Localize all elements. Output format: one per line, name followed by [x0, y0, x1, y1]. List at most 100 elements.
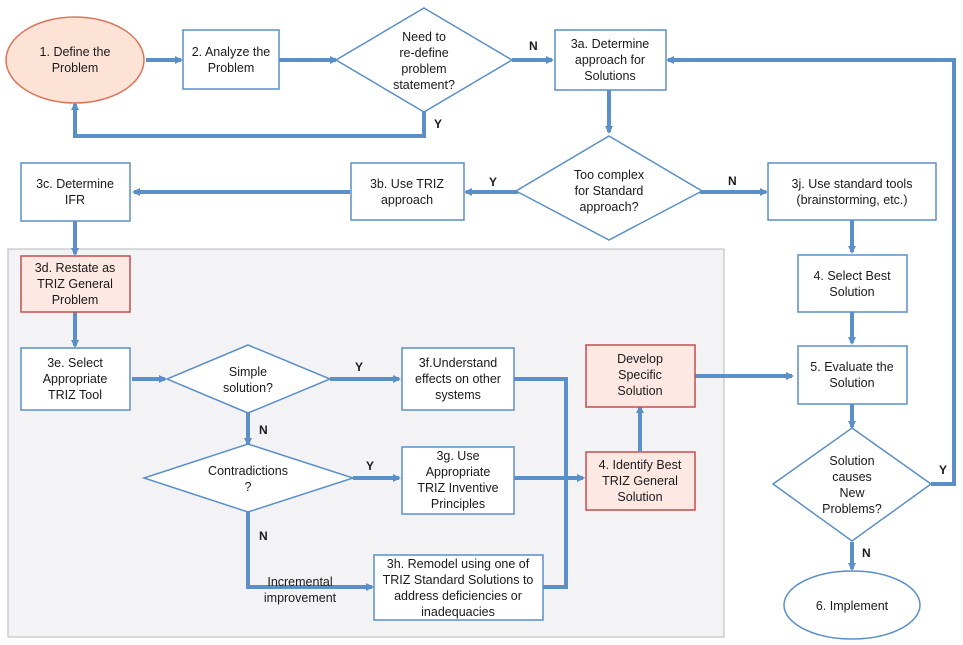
node-label-line: systems: [435, 388, 481, 402]
node-label-line: 2. Analyze the: [192, 45, 271, 59]
node-5-shape: [797, 345, 908, 405]
node-label-line: 1. Define the: [40, 45, 111, 59]
node-label-line: causes: [832, 470, 872, 484]
node-label-line: TRIZ General: [37, 277, 113, 291]
node-4id-shape: [585, 451, 696, 511]
connectors: [71, 56, 956, 591]
node-3a-shape: [554, 29, 667, 91]
node-label-line: 3f.Understand: [419, 356, 498, 370]
node-1-shape: [5, 16, 145, 104]
node-3e-shape: [20, 347, 131, 411]
node-label-line: Problem: [208, 61, 255, 75]
decision-contra-shape: [141, 443, 356, 513]
node-dev-shape: [585, 344, 696, 408]
node-label-line: Appropriate: [43, 372, 108, 386]
node-label-line: solution?: [223, 381, 273, 395]
node-label-line: improvement: [264, 591, 337, 605]
node-label-line: TRIZ Inventive: [417, 481, 498, 495]
node-3f-understand-effects: 3f.Understand effects on other systems: [415, 356, 501, 402]
node-label-line: ?: [245, 480, 252, 494]
label-newprob-no: N: [862, 546, 871, 560]
node-label-line: address deficiencies or: [394, 589, 522, 603]
edge-3h-4id: [543, 476, 583, 589]
node-label-line: Simple: [229, 365, 267, 379]
node-label-line: Too complex: [574, 168, 645, 182]
node-label-line: 3d. Restate as: [35, 261, 116, 275]
node-label-line: Solution: [617, 490, 662, 504]
label-simple-no: N: [259, 423, 268, 437]
node-label-line: New: [839, 486, 865, 500]
label-simple-yes: Y: [355, 360, 363, 374]
node-3h-shape: [373, 554, 544, 621]
node-label-line: statement?: [393, 78, 455, 92]
node-label-line: for Standard: [575, 184, 644, 198]
node-label-line: 6. Implement: [816, 599, 889, 613]
decision-newprob-shape: [771, 427, 933, 542]
node-3j-standard-tools: 3j. Use standard tools(brainstorming, et…: [792, 177, 913, 207]
decision-contradictions: Contradictions?: [208, 464, 288, 494]
node-label-line: effects on other: [415, 372, 501, 386]
label-contra-yes: Y: [366, 459, 374, 473]
decision-complex-shape: [514, 135, 704, 241]
node-label-line: Solution: [829, 454, 874, 468]
node-label-line: Principles: [431, 497, 485, 511]
node-6-shape: [783, 570, 921, 640]
node-label-line: IFR: [65, 193, 85, 207]
label-incremental-improvement: Incremental improvement: [264, 575, 337, 605]
node-label-line: approach?: [579, 200, 638, 214]
node-label-line: Need to: [402, 30, 446, 44]
node-label-line: 3h. Remodel using one of: [387, 557, 530, 571]
node-2-shape: [182, 29, 280, 90]
node-3h-remodel: 3h. Remodel using one of TRIZ Standard So…: [383, 557, 534, 619]
node-label-line: inadequacies: [421, 605, 495, 619]
node-label-line: approach for: [575, 53, 645, 67]
node-4sel-shape: [797, 254, 908, 313]
node-label-line: 4. Select Best: [813, 269, 891, 283]
decision-redefine-shape: [334, 7, 514, 113]
node-label-line: TRIZ Standard Solutions to: [383, 573, 534, 587]
node-label-line: Develop: [617, 352, 663, 366]
node-label-line: Problems?: [822, 502, 882, 516]
edge-contra-3h: [246, 512, 374, 591]
node-3c-shape: [20, 162, 131, 222]
label-newprob-yes: Y: [939, 463, 947, 477]
label-complex-yes: Y: [489, 175, 497, 189]
node-label-line: Solution: [829, 285, 874, 299]
node-label-line: Appropriate: [426, 465, 491, 479]
decision-too-complex: Too complex for Standard approach?: [574, 168, 645, 214]
node-label-line: problem: [401, 62, 446, 76]
label-redefine-yes: Y: [434, 117, 442, 131]
node-label-line: Specific: [618, 368, 662, 382]
label-complex-no: N: [728, 174, 737, 188]
node-label-line: 3a. Determine: [571, 37, 650, 51]
node-3b-shape: [350, 162, 465, 221]
node-label-line: 3g. Use: [436, 449, 479, 463]
node-6-implement: 6. Implement: [816, 599, 889, 613]
node-label-line: Incremental: [267, 575, 332, 589]
decision-simple-shape: [165, 344, 332, 414]
edge-redefine-1: [71, 102, 426, 138]
node-label-line: Solution: [617, 384, 662, 398]
decision-simple-solution: Simple solution?: [223, 365, 273, 395]
node-label-line: approach: [381, 193, 433, 207]
node-3f-shape: [401, 347, 515, 411]
node-label-line: 4. Identify Best: [599, 458, 682, 472]
node-3g-shape: [401, 446, 515, 515]
node-label-line: 5. Evaluate the: [810, 360, 893, 374]
node-label-line: 3b. Use TRIZ: [370, 177, 444, 191]
node-label-line: Solution: [829, 376, 874, 390]
node-label-line: 3c. Determine: [36, 177, 114, 191]
edge-newprob-3a: [666, 56, 956, 486]
node-label-line: Contradictions: [208, 464, 288, 478]
